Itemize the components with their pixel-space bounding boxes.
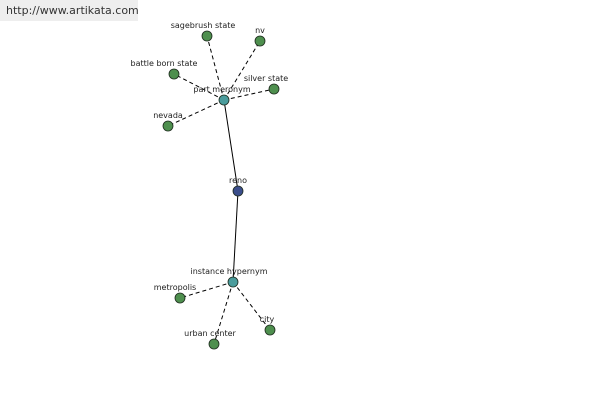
node-city[interactable]	[264, 324, 276, 336]
node-sagebrush-state[interactable]	[201, 30, 213, 42]
watermark-url: http://www.artikata.com	[6, 4, 139, 17]
node-nevada[interactable]	[162, 120, 174, 132]
node-label-instance-hypernym: instance hypernym	[191, 267, 268, 276]
edge-part-meronym-nevada	[167, 99, 225, 127]
node-label-urban-center: urban center	[184, 329, 236, 338]
edge-instance-hypernym-metropolis	[179, 281, 234, 299]
node-metropolis[interactable]	[174, 292, 186, 304]
node-label-part-meronym: part meronym	[193, 85, 250, 94]
edge-instance-hypernym-city	[232, 281, 271, 331]
edge-instance-hypernym-urban-center	[213, 281, 234, 345]
node-label-metropolis: metropolis	[154, 283, 196, 292]
node-part-meronym[interactable]	[218, 94, 230, 106]
edge-part-meronym-nv	[223, 40, 261, 101]
edge-part-meronym-battle-born-state	[173, 73, 225, 101]
watermark-banner: http://www.artikata.com	[0, 0, 139, 21]
edge-reno-part-meronym	[223, 99, 239, 192]
node-label-city: city	[260, 315, 275, 324]
node-instance-hypernym[interactable]	[227, 276, 239, 288]
node-urban-center[interactable]	[208, 338, 220, 350]
node-label-battle-born-state: battle born state	[131, 59, 198, 68]
node-label-nv: nv	[255, 26, 265, 35]
node-reno[interactable]	[232, 185, 244, 197]
edge-part-meronym-silver-state	[223, 88, 275, 101]
edge-reno-instance-hypernym	[232, 190, 239, 283]
node-label-reno: reno	[229, 176, 247, 185]
node-nv[interactable]	[254, 35, 266, 47]
node-label-sagebrush-state: sagebrush state	[171, 21, 236, 30]
node-silver-state[interactable]	[268, 83, 280, 95]
node-label-silver-state: silver state	[244, 74, 288, 83]
node-label-nevada: nevada	[153, 111, 183, 120]
node-battle-born-state[interactable]	[168, 68, 180, 80]
